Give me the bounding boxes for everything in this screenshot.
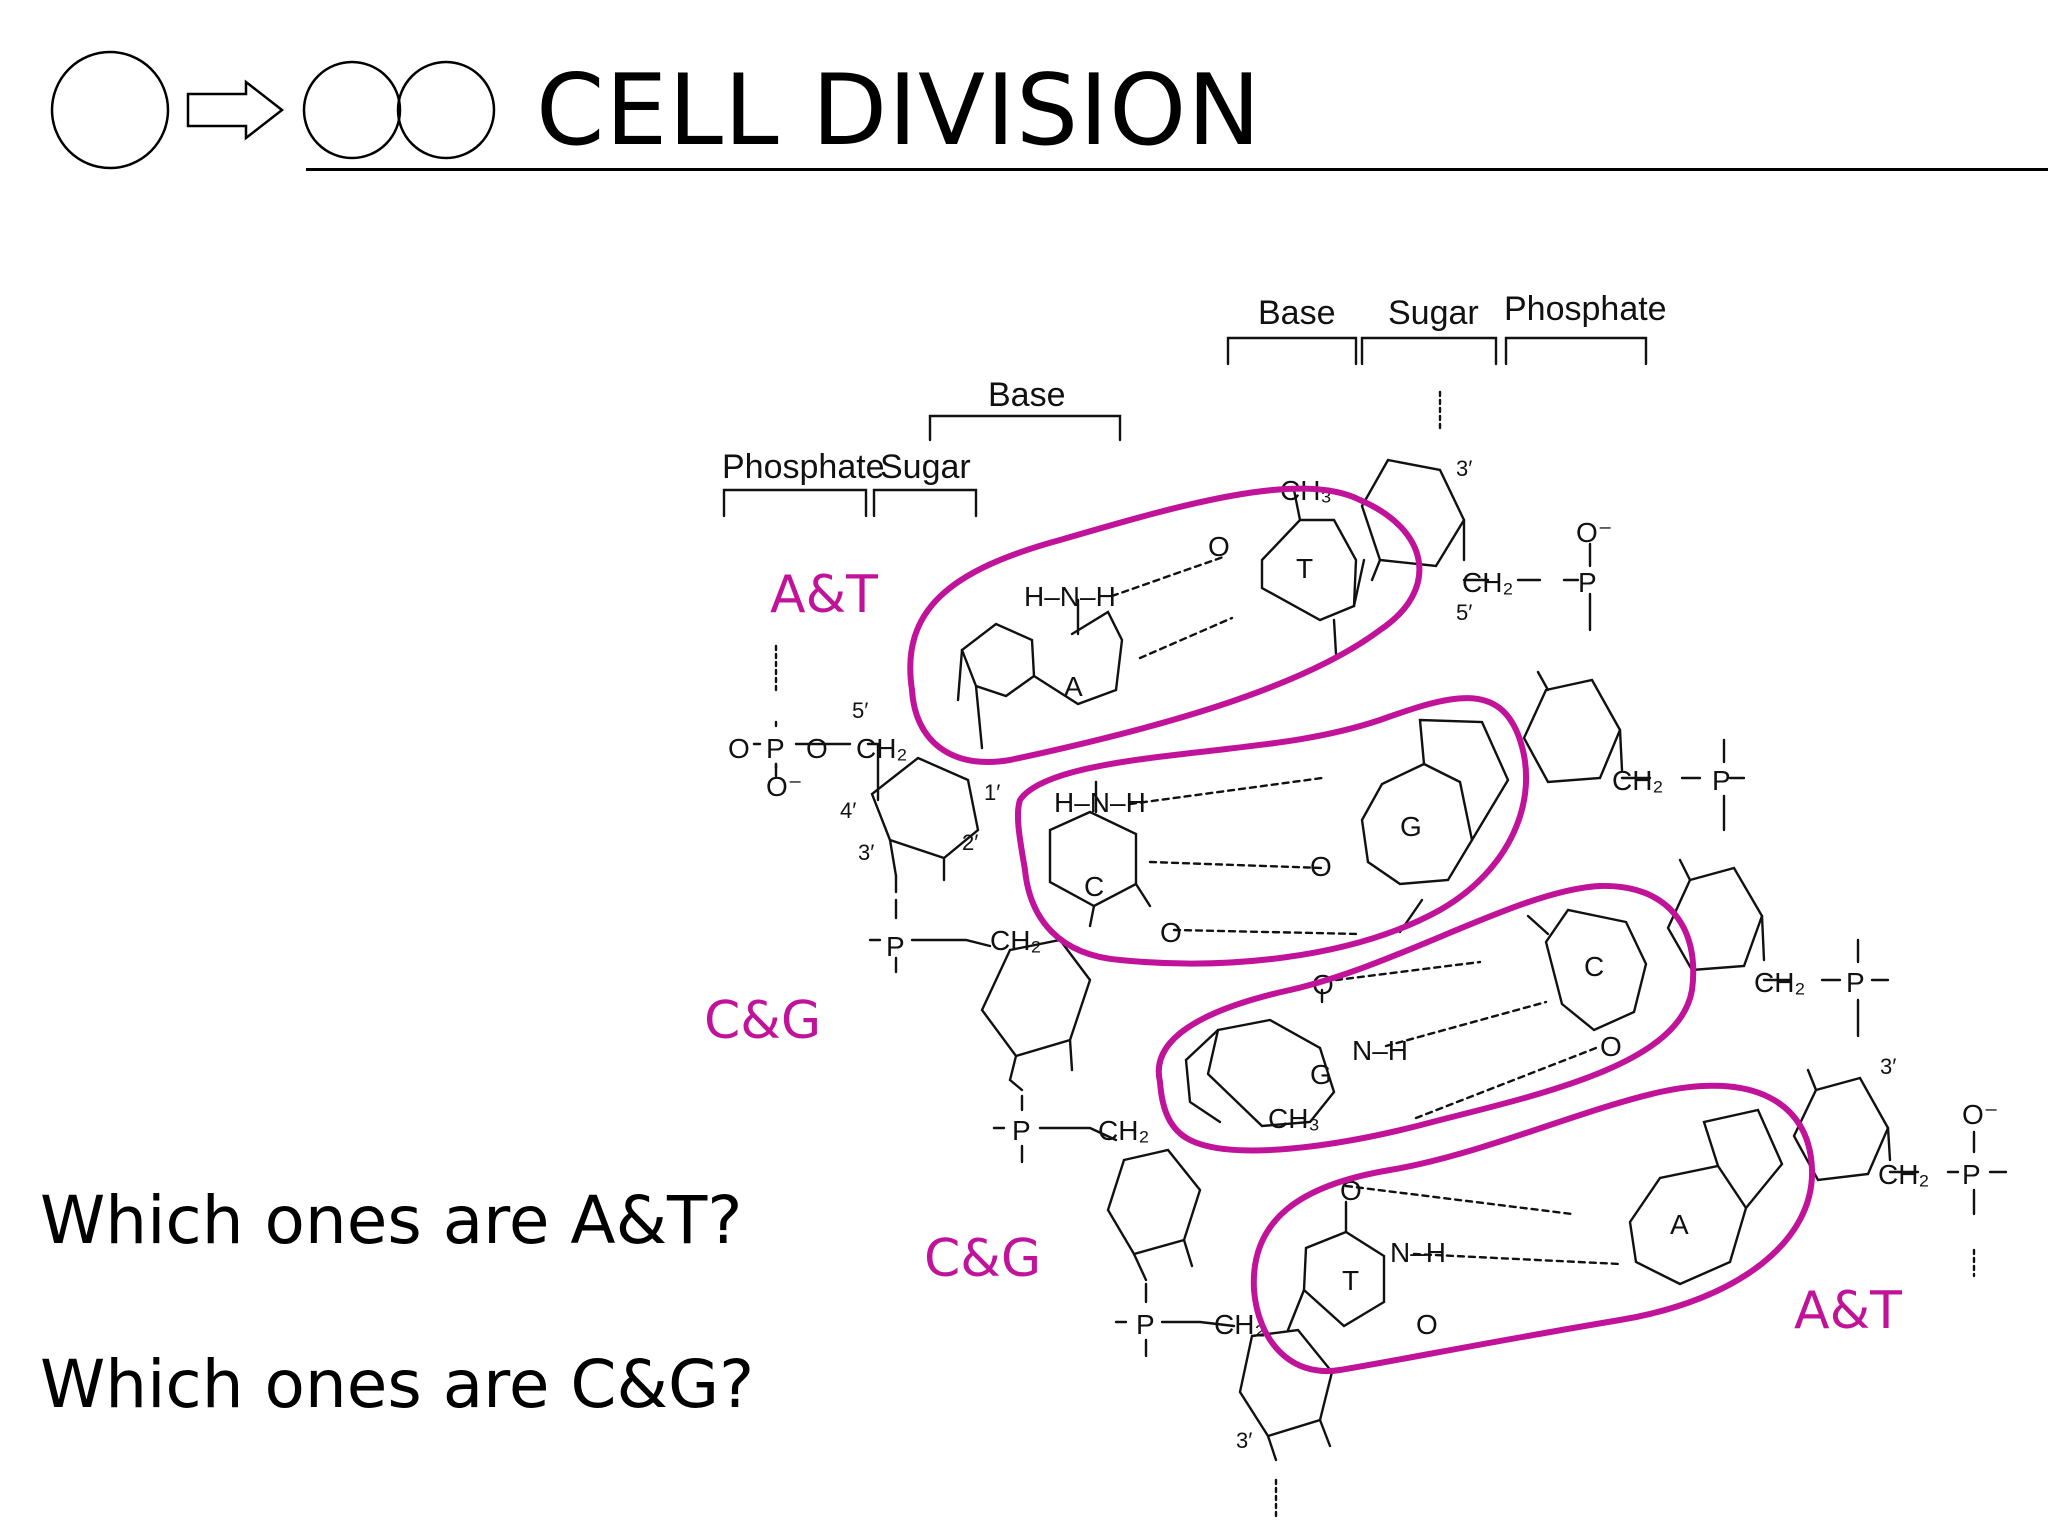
svg-text:CH₂: CH₂: [1878, 1159, 1929, 1190]
svg-text:5′: 5′: [1456, 600, 1472, 625]
svg-text:4′: 4′: [840, 798, 856, 823]
highlight-loop-pair-2: [1014, 695, 1530, 967]
svg-text:O: O: [1600, 1031, 1622, 1062]
base-pair-1-structure: [956, 488, 1366, 750]
svg-text:P: P: [1712, 765, 1731, 796]
svg-text:O: O: [806, 733, 828, 764]
svg-text:H–N–H: H–N–H: [1054, 787, 1146, 818]
pair-label-4: A&T: [1794, 1281, 1902, 1341]
daughter-cells-icon: [302, 60, 496, 160]
svg-text:O: O: [1416, 1309, 1438, 1340]
header-brackets-left: [722, 414, 1122, 518]
svg-text:2′: 2′: [962, 830, 978, 855]
base-letters: T A G C C G A T: [1064, 553, 1689, 1296]
svg-text:P: P: [1136, 1309, 1155, 1340]
svg-text:P: P: [1962, 1159, 1981, 1190]
svg-text:T: T: [1296, 553, 1313, 584]
label-sugar-left: Sugar: [880, 448, 971, 486]
svg-text:T: T: [1342, 1265, 1359, 1296]
svg-text:CH₂: CH₂: [1098, 1115, 1149, 1146]
arrow-right-icon: [186, 79, 285, 141]
svg-text:O⁻: O⁻: [1962, 1099, 1999, 1130]
svg-text:P: P: [766, 733, 785, 764]
svg-text:CH₂: CH₂: [1612, 765, 1663, 796]
header-brackets-right: [1226, 336, 1648, 366]
parent-cell-circle-icon: [50, 50, 170, 170]
svg-text:3′: 3′: [1236, 1428, 1252, 1453]
svg-text:CH₂: CH₂: [1754, 967, 1805, 998]
label-phosphate-right: Phosphate: [1504, 290, 1667, 328]
svg-text:5′: 5′: [852, 698, 868, 723]
question-at: Which ones are A&T?: [40, 1182, 743, 1259]
label-base-left: Base: [988, 376, 1066, 414]
svg-text:A: A: [1064, 671, 1083, 702]
svg-text:N–H: N–H: [1352, 1035, 1408, 1066]
label-sugar-right: Sugar: [1388, 294, 1479, 332]
svg-text:1′: 1′: [984, 780, 1000, 805]
svg-text:3′: 3′: [1880, 1054, 1896, 1079]
svg-text:CH₂: CH₂: [1462, 567, 1513, 598]
pair-label-1: A&T: [770, 565, 878, 625]
highlight-loop-pair-3: [1155, 882, 1697, 1154]
right-backbone: [1360, 390, 2008, 1278]
slide-title: CELL DIVISION: [536, 54, 1262, 168]
svg-text:O: O: [728, 733, 750, 764]
svg-text:O⁻: O⁻: [766, 771, 803, 802]
svg-text:O: O: [1310, 851, 1332, 882]
base-pair-2-structure: [1048, 718, 1510, 936]
svg-text:C: C: [1584, 951, 1604, 982]
title-underline: [306, 168, 2048, 171]
pair-label-3: C&G: [924, 1229, 1041, 1289]
svg-text:3′: 3′: [858, 840, 874, 865]
svg-text:CH₂: CH₂: [856, 733, 907, 764]
svg-text:G: G: [1400, 811, 1422, 842]
label-base-right: Base: [1258, 294, 1336, 332]
highlight-loop-pair-4: [1250, 1082, 1816, 1375]
label-phosphate-left: Phosphate: [722, 448, 885, 486]
svg-text:P: P: [1846, 967, 1865, 998]
svg-text:CH₃: CH₃: [1268, 1103, 1320, 1134]
svg-text:O: O: [1208, 531, 1230, 562]
svg-text:A: A: [1670, 1209, 1689, 1240]
svg-text:N–H: N–H: [1390, 1237, 1446, 1268]
base-pair-3-structure: [1184, 908, 1648, 1128]
pair-highlights: [907, 485, 1816, 1375]
svg-text:P: P: [886, 931, 905, 962]
svg-text:O: O: [1160, 917, 1182, 948]
svg-text:C: C: [1084, 871, 1104, 902]
svg-text:O⁻: O⁻: [1576, 517, 1613, 548]
svg-text:3′: 3′: [1456, 456, 1472, 481]
svg-text:P: P: [1012, 1115, 1031, 1146]
left-backbone: [752, 644, 1334, 1522]
pair-label-2: C&G: [704, 991, 821, 1051]
svg-text:CH₂: CH₂: [990, 925, 1041, 956]
svg-text:H–N–H: H–N–H: [1024, 581, 1116, 612]
question-cg: Which ones are C&G?: [40, 1346, 755, 1423]
svg-text:P: P: [1578, 567, 1597, 598]
highlight-loop-pair-1: [907, 485, 1423, 765]
cell-division-icon: [50, 50, 496, 170]
base-pair-4-structure: [1286, 1108, 1784, 1332]
svg-text:G: G: [1310, 1059, 1332, 1090]
